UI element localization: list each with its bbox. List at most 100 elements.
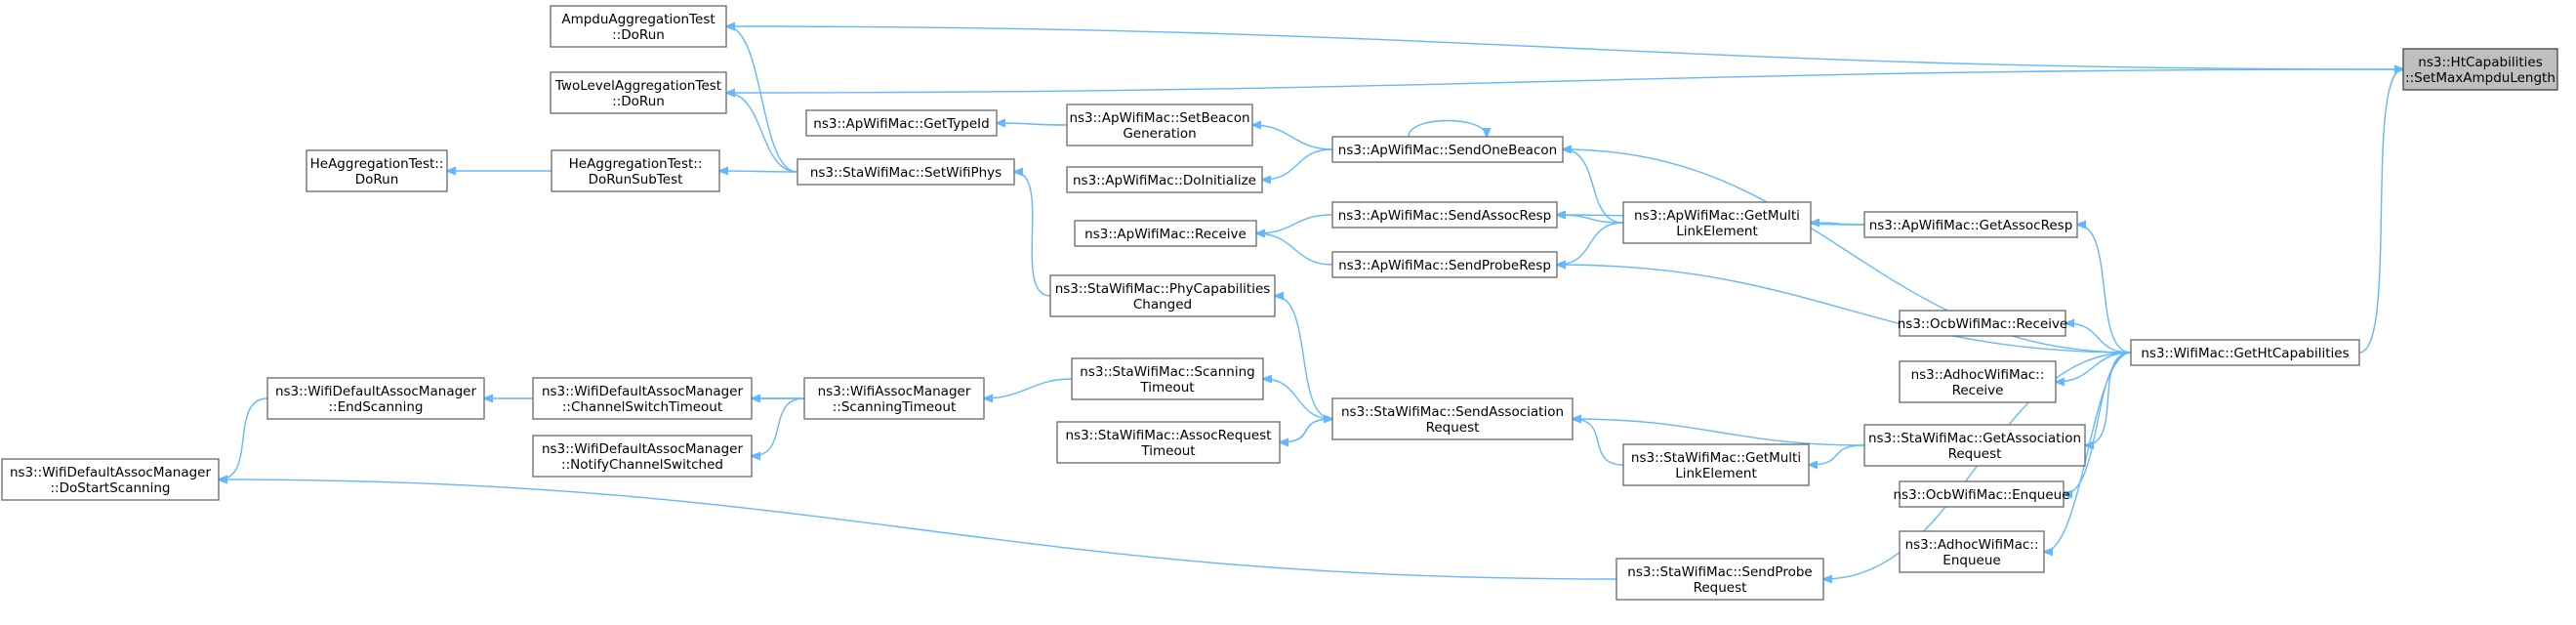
node-apreceive[interactable]: ns3::ApWifiMac::Receive bbox=[1074, 220, 1257, 247]
node-label-line: ::DoStartScanning bbox=[51, 480, 171, 496]
edge-gethtcap-to-sendproberesp bbox=[1557, 265, 2132, 354]
edge-twolevel-to-root bbox=[725, 69, 2403, 94]
node-box bbox=[1863, 424, 2086, 467]
node-label-line: Enqueue bbox=[1942, 553, 2000, 568]
node-gethtcap[interactable]: ns3::WifiMac::GetHtCapabilities bbox=[2130, 339, 2360, 366]
node-label-line: ns3::ApWifiMac::GetTypeId bbox=[813, 116, 989, 132]
edge-gethtcap-to-root bbox=[2358, 69, 2403, 354]
node-box bbox=[266, 377, 485, 420]
node-label-line: ns3::AdhocWifiMac:: bbox=[1911, 367, 2045, 383]
node-ampdu[interactable]: AmpduAggregationTest::DoRun bbox=[550, 5, 727, 48]
node-setwifiphys[interactable]: ns3::StaWifiMac::SetWifiPhys bbox=[797, 158, 1015, 186]
node-box bbox=[1899, 480, 2065, 508]
node-label-line: ns3::StaWifiMac::SetWifiPhys bbox=[810, 165, 1002, 181]
node-twolevel[interactable]: TwoLevelAggregationTest::DoRun bbox=[550, 71, 727, 114]
node-adhocenqueue[interactable]: ns3::AdhocWifiMac::Enqueue bbox=[1899, 530, 2045, 573]
node-label-line: ::DoRun bbox=[612, 94, 665, 109]
node-box bbox=[1056, 421, 1281, 464]
node-label-line: ns3::OcbWifiMac::Receive bbox=[1898, 316, 2068, 332]
node-label-line: ::DoRun bbox=[612, 27, 665, 43]
node-sendproberesp[interactable]: ns3::ApWifiMac::SendProbeResp bbox=[1331, 251, 1558, 278]
edge-gethtcap-to-getassocresp bbox=[2077, 225, 2132, 354]
node-box bbox=[1074, 220, 1257, 247]
node-label-line: LinkElement bbox=[1675, 466, 1757, 481]
node-label-line: ns3::WifiDefaultAssocManager bbox=[542, 384, 744, 399]
node-label-line: ns3::ApWifiMac::SetBeacon bbox=[1069, 110, 1249, 126]
edge-apgetmulti-to-sendbeacon bbox=[1563, 149, 1624, 224]
edge-gethtcap-to-adhocenqueue bbox=[2044, 352, 2132, 552]
edge-stagetmulti-to-sendassocreq bbox=[1573, 419, 1624, 466]
node-root[interactable]: ns3::HtCapabilities::SetMaxAmpduLength bbox=[2402, 48, 2558, 91]
node-label-line: ns3::StaWifiMac::PhyCapabilities bbox=[1055, 281, 1271, 297]
edge-assocreqtimeout-to-sendassocreq bbox=[1279, 419, 1332, 443]
node-label-line: ns3::StaWifiMac::GetAssociation bbox=[1868, 431, 2081, 446]
node-box bbox=[1615, 558, 1824, 601]
node-heaggsub[interactable]: HeAggregationTest::DoRunSubTest bbox=[551, 149, 720, 192]
node-label-line: Changed bbox=[1133, 297, 1192, 312]
edge-phycap-to-setwifiphys bbox=[1014, 172, 1051, 297]
node-box bbox=[1899, 360, 2057, 403]
node-ocbenqueue[interactable]: ns3::OcbWifiMac::Enqueue bbox=[1893, 480, 2070, 508]
node-label-line: ns3::ApWifiMac::DoInitialize bbox=[1073, 173, 1256, 188]
node-label-line: ns3::ApWifiMac::SendAssocResp bbox=[1338, 208, 1552, 224]
node-label-line: Request bbox=[1426, 420, 1480, 436]
node-box bbox=[1622, 201, 1812, 244]
edge-sendbeacon-to-sendbeacon bbox=[1408, 119, 1487, 138]
node-sendassocresp[interactable]: ns3::ApWifiMac::SendAssocResp bbox=[1331, 201, 1558, 229]
edge-sendprobereq-to-dostartscan bbox=[219, 479, 1617, 580]
node-scantimeout[interactable]: ns3::WifiAssocManager::ScanningTimeout bbox=[803, 377, 985, 420]
edge-sendbeacon-to-setbeacon bbox=[1252, 125, 1333, 150]
node-label-line: ::ScanningTimeout bbox=[833, 399, 957, 415]
node-box bbox=[1331, 136, 1564, 163]
edge-sendassocresp-to-apreceive bbox=[1256, 214, 1333, 233]
node-box bbox=[1066, 166, 1263, 193]
node-label-line: HeAggregationTest:: bbox=[310, 156, 444, 172]
node-stascanning[interactable]: ns3::StaWifiMac::ScanningTimeout bbox=[1071, 357, 1264, 400]
node-box bbox=[532, 377, 753, 420]
node-doinit[interactable]: ns3::ApWifiMac::DoInitialize bbox=[1066, 166, 1263, 193]
node-heagg[interactable]: HeAggregationTest::DoRun bbox=[306, 149, 448, 192]
node-box bbox=[550, 5, 727, 48]
node-label-line: ns3::ApWifiMac::Receive bbox=[1084, 227, 1247, 242]
edge-setbeacon-to-gettypeid bbox=[997, 123, 1068, 125]
node-box bbox=[550, 71, 727, 114]
node-gettypeid[interactable]: ns3::ApWifiMac::GetTypeId bbox=[805, 109, 998, 137]
node-label-line: DoRun bbox=[355, 172, 399, 188]
node-box bbox=[797, 158, 1015, 186]
node-label-line: ns3::StaWifiMac::GetMulti bbox=[1631, 450, 1801, 466]
node-getassocresp[interactable]: ns3::ApWifiMac::GetAssocResp bbox=[1863, 211, 2078, 238]
node-label-line: Request bbox=[1694, 580, 1747, 596]
node-label-line: ns3::WifiDefaultAssocManager bbox=[10, 465, 212, 480]
node-chanswitch[interactable]: ns3::WifiDefaultAssocManager::ChannelSwi… bbox=[532, 377, 753, 420]
node-label-line: ns3::WifiAssocManager bbox=[818, 384, 971, 399]
node-box bbox=[803, 377, 985, 420]
node-label-line: ns3::AdhocWifiMac:: bbox=[1905, 537, 2039, 553]
edge-gethtcap-to-ocbenqueue bbox=[2064, 352, 2132, 494]
edge-apgetmulti-to-sendproberesp bbox=[1557, 222, 1624, 265]
node-label-line: ns3::HtCapabilities bbox=[2418, 55, 2542, 70]
node-box bbox=[551, 149, 720, 192]
node-adhocreceive[interactable]: ns3::AdhocWifiMac::Receive bbox=[1899, 360, 2057, 403]
node-label-line: DoRunSubTest bbox=[589, 172, 683, 188]
node-ocbreceive[interactable]: ns3::OcbWifiMac::Receive bbox=[1898, 310, 2068, 337]
node-endscanning[interactable]: ns3::WifiDefaultAssocManager::EndScannin… bbox=[266, 377, 485, 420]
edge-ampdu-to-root bbox=[725, 25, 2403, 69]
node-label-line: LinkElement bbox=[1676, 224, 1758, 239]
node-box bbox=[306, 149, 448, 192]
node-box bbox=[805, 109, 998, 137]
node-label-line: TwoLevelAggregationTest bbox=[554, 78, 721, 94]
node-sendbeacon[interactable]: ns3::ApWifiMac::SendOneBeacon bbox=[1331, 136, 1564, 163]
node-notifychan[interactable]: ns3::WifiDefaultAssocManager::NotifyChan… bbox=[532, 435, 753, 478]
node-label-line: ns3::WifiMac::GetHtCapabilities bbox=[2141, 346, 2349, 361]
node-dostartscan[interactable]: ns3::WifiDefaultAssocManager::DoStartSca… bbox=[1, 458, 220, 501]
node-box bbox=[1622, 443, 1810, 486]
